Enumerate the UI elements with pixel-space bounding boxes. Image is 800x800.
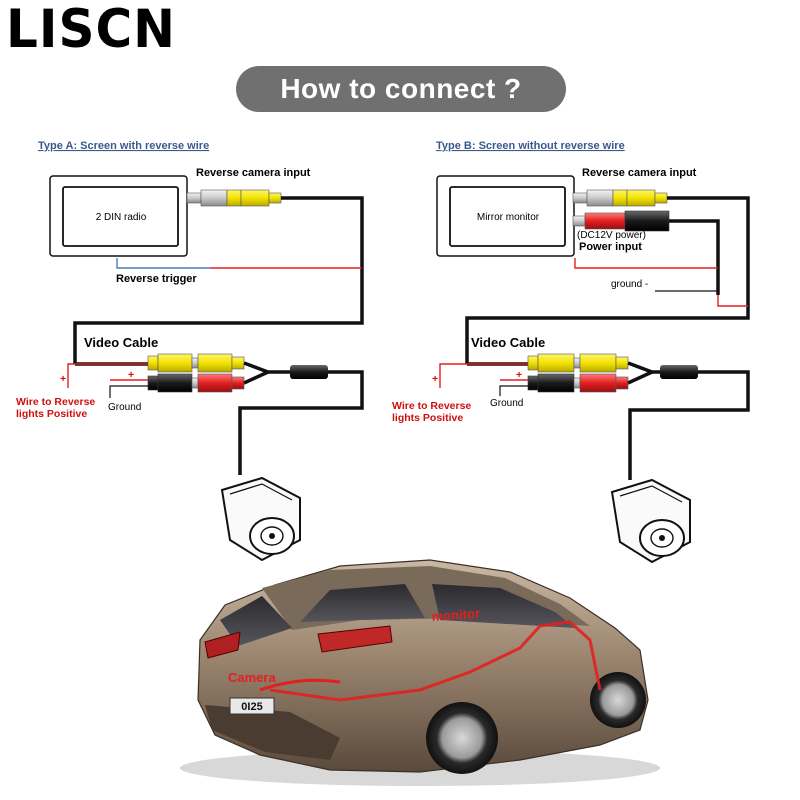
rca-plug-icon [572,189,668,207]
car-illustration: 0I25 Camera monitor [180,559,660,786]
type-a-screen-label: 2 DIN radio [96,212,147,223]
camera-icon [610,478,691,564]
type-b-screen: Mirror monitor [436,175,575,257]
type-a-video-cable-label: Video Cable [84,335,158,350]
type-b-plus-sign: + [516,369,522,381]
type-b-ground-label: Ground [490,398,523,409]
type-a-diagram: Type A: Screen with reverse wire 2 DIN r… [16,140,364,562]
type-b-title: Type B: Screen without reverse wire [436,140,625,152]
rca-plug-icon [527,353,629,373]
type-b-reverse-wire-label: lights Positive [392,412,463,424]
type-b-power-label: Power input [579,241,642,253]
type-b-ground-dash-label: ground - [611,279,648,290]
page-title: How to connect ? [236,66,566,112]
rca-plug-icon [147,353,245,373]
type-a-connector [290,365,328,379]
type-a-reverse-wire-label: Wire to Reverse [16,396,95,408]
type-b-connector [660,365,698,379]
type-a-screen: 2 DIN radio [49,175,188,257]
rca-plug-icon [147,373,245,393]
type-a-trigger-label: Reverse trigger [116,273,197,285]
type-a-plus-sign: + [60,373,66,385]
type-b-video-cable-label: Video Cable [471,335,545,350]
camera-icon [220,476,301,562]
type-a-title: Type A: Screen with reverse wire [38,140,209,152]
rca-plug-icon [186,189,282,207]
type-a-camera-input-label: Reverse camera input [196,167,311,179]
type-a-ground-label: Ground [108,402,141,413]
type-a-reverse-wire-label: lights Positive [16,408,87,420]
type-b-diagram: Type B: Screen without reverse wire Mirr… [392,140,750,564]
type-a-plus-sign: + [128,369,134,381]
car-camera-label: Camera [228,670,276,685]
type-b-power-label: (DC12V power) [577,230,646,241]
type-b-screen-label: Mirror monitor [477,212,540,223]
type-b-plus-sign: + [432,373,438,385]
type-b-reverse-wire-label: Wire to Reverse [392,400,471,412]
brand-logo: LISCN [6,0,177,60]
rear-wheel [426,702,498,774]
front-wheel [590,672,646,728]
rca-plug-icon [527,373,629,393]
car-monitor-label: monitor [431,606,480,624]
rca-plug-icon [572,210,670,232]
license-plate: 0I25 [241,701,262,713]
type-b-camera-input-label: Reverse camera input [582,167,697,179]
